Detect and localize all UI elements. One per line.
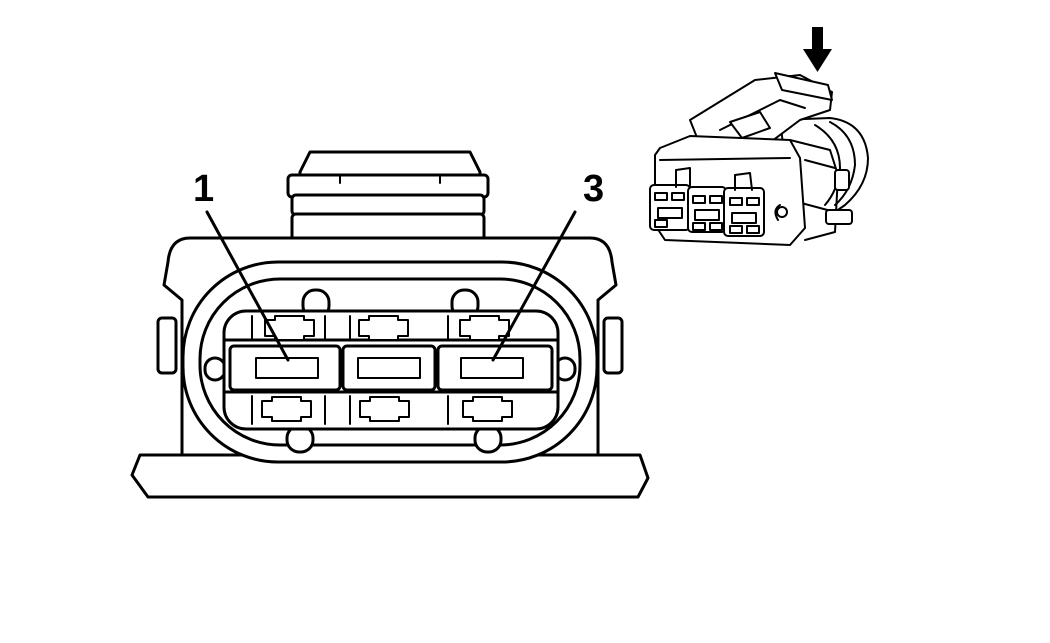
pin-3-leader-line <box>491 210 577 362</box>
connector-top-latch <box>286 150 490 242</box>
pin-1-leader-line <box>205 210 290 362</box>
pin-2-terminal <box>357 357 421 379</box>
lock-window <box>729 111 771 139</box>
terminal-row-top <box>251 315 510 341</box>
pin-1-label: 1 <box>193 168 214 210</box>
connector-base-flange <box>130 453 650 499</box>
perspective-terminal-grid <box>649 167 765 237</box>
pin-3-terminal <box>460 357 524 379</box>
pin-3-label: 3 <box>583 168 604 210</box>
terminal-row-bottom <box>251 395 513 425</box>
right-side-tab <box>602 316 624 375</box>
connector-shroud-inner <box>198 277 582 447</box>
connector-front-view: 1 3 <box>130 150 650 499</box>
connector-perspective-view <box>649 27 869 246</box>
key-bump-left <box>203 356 227 382</box>
down-arrow-icon <box>803 27 832 72</box>
left-side-tab <box>156 316 178 375</box>
terminal-row-middle <box>228 344 554 392</box>
